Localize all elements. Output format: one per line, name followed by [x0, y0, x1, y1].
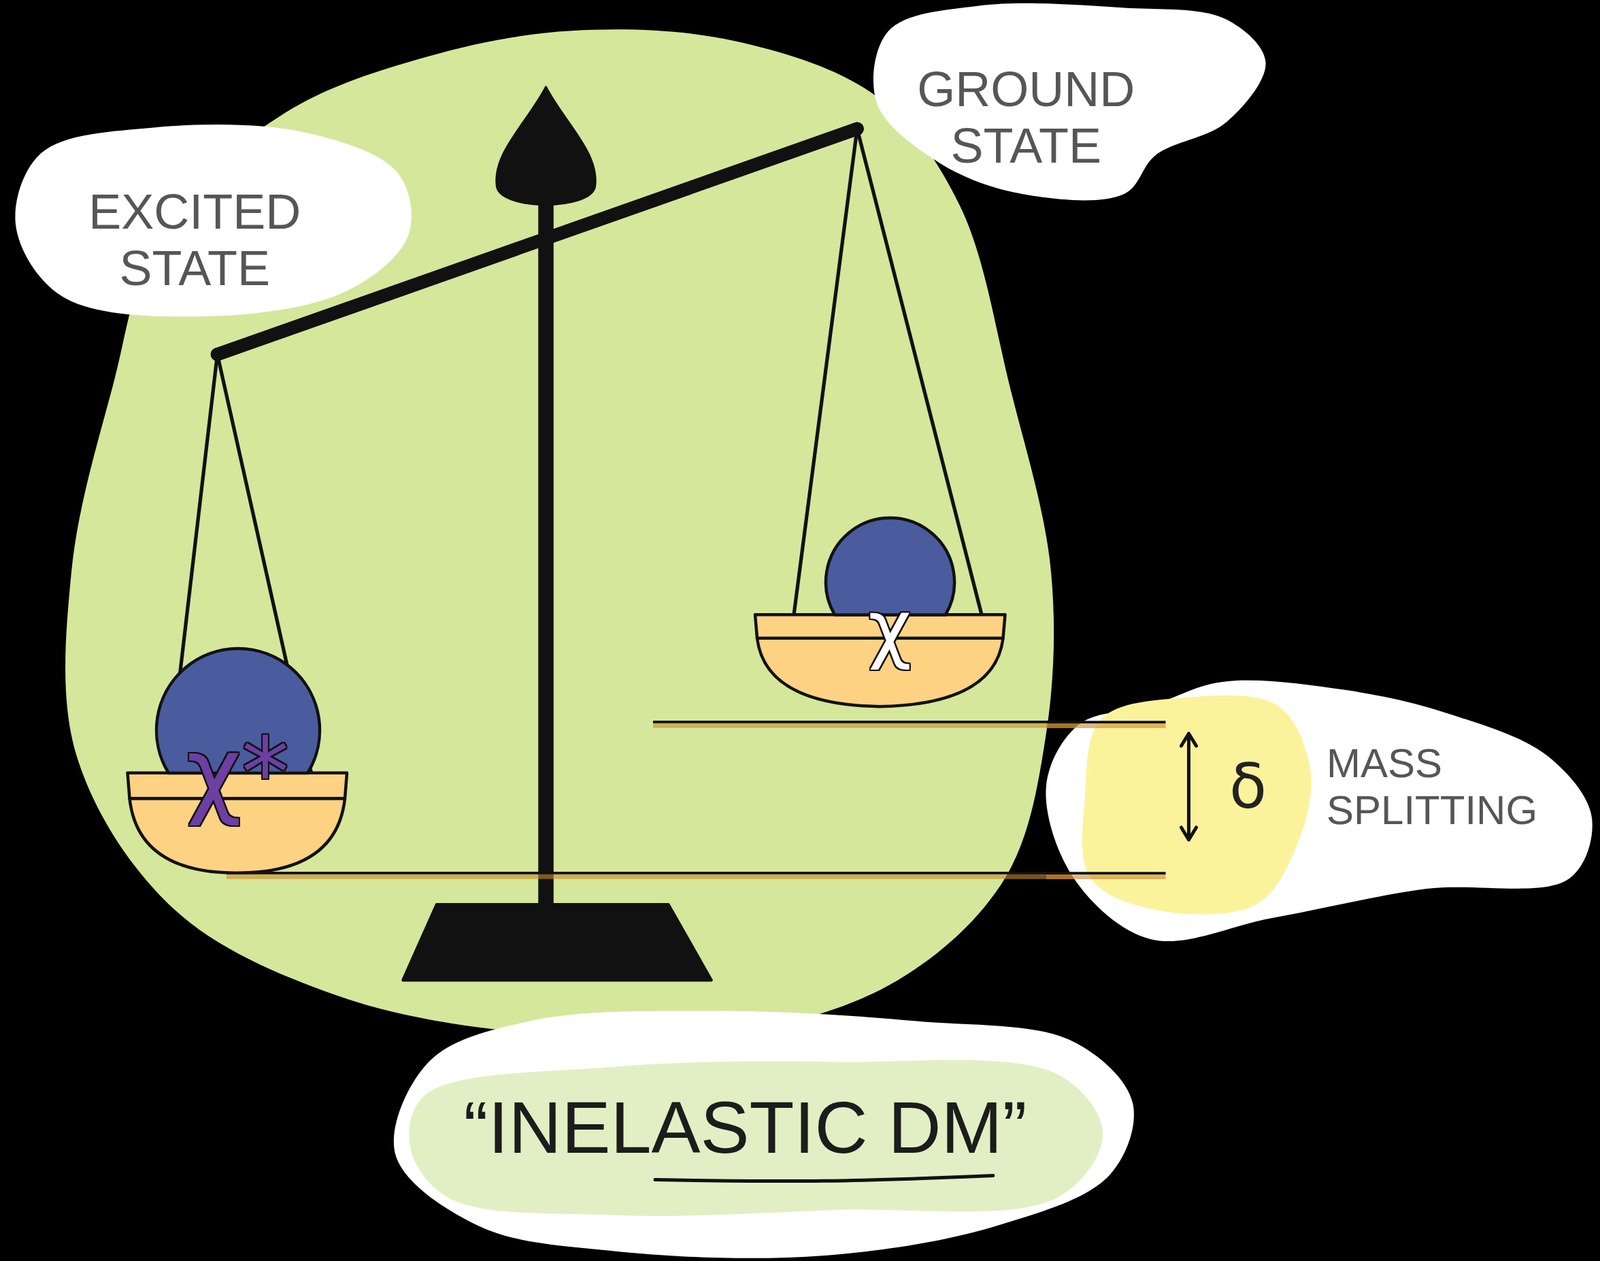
level-line	[226, 871, 1166, 875]
delta-symbol: δ	[1229, 751, 1267, 822]
particle-ball: χ	[825, 517, 955, 666]
highlight	[408, 1059, 1103, 1215]
cloud-outline	[393, 1010, 1135, 1258]
text-group: δ MASS SPLITTING	[1229, 739, 1558, 834]
particle-symbol: χ*	[186, 725, 290, 821]
text-group: “INELASTIC DM”	[463, 1085, 1027, 1170]
level-glow	[653, 721, 1166, 728]
title-underline	[655, 1174, 994, 1181]
level-glow	[1046, 872, 1166, 879]
level-lines	[226, 721, 1166, 877]
level-line	[1046, 720, 1166, 724]
axis-label: MASS SPLITTING	[1326, 739, 1558, 834]
cloud-outline	[14, 124, 411, 317]
particle-ball: χ*	[156, 648, 320, 821]
level-glow	[1046, 721, 1166, 728]
level-glow	[226, 872, 1166, 879]
level-line	[653, 720, 1166, 724]
scale-pole	[538, 193, 554, 909]
cloud-outline	[872, 3, 1266, 201]
particle-symbol: χ	[868, 590, 912, 666]
text-group: EXCITED STATE	[65, 183, 324, 297]
label-cloud: δ MASS SPLITTING	[1046, 678, 1598, 945]
state-label: GROUND STATE	[896, 61, 1156, 175]
state-label: EXCITED STATE	[65, 183, 324, 297]
label-cloud: GROUND STATE	[872, 0, 1266, 194]
scale-base	[403, 904, 712, 980]
cloud-outline	[1045, 679, 1592, 941]
scale-finial	[496, 87, 596, 205]
double-arrow	[1180, 733, 1196, 840]
label-cloud: EXCITED STATE	[15, 122, 409, 317]
text-group: GROUND STATE	[896, 61, 1156, 175]
diagram-title: “INELASTIC DM”	[463, 1085, 1027, 1170]
level-line	[1046, 871, 1166, 875]
title-cloud: “INELASTIC DM”	[387, 1005, 1133, 1261]
